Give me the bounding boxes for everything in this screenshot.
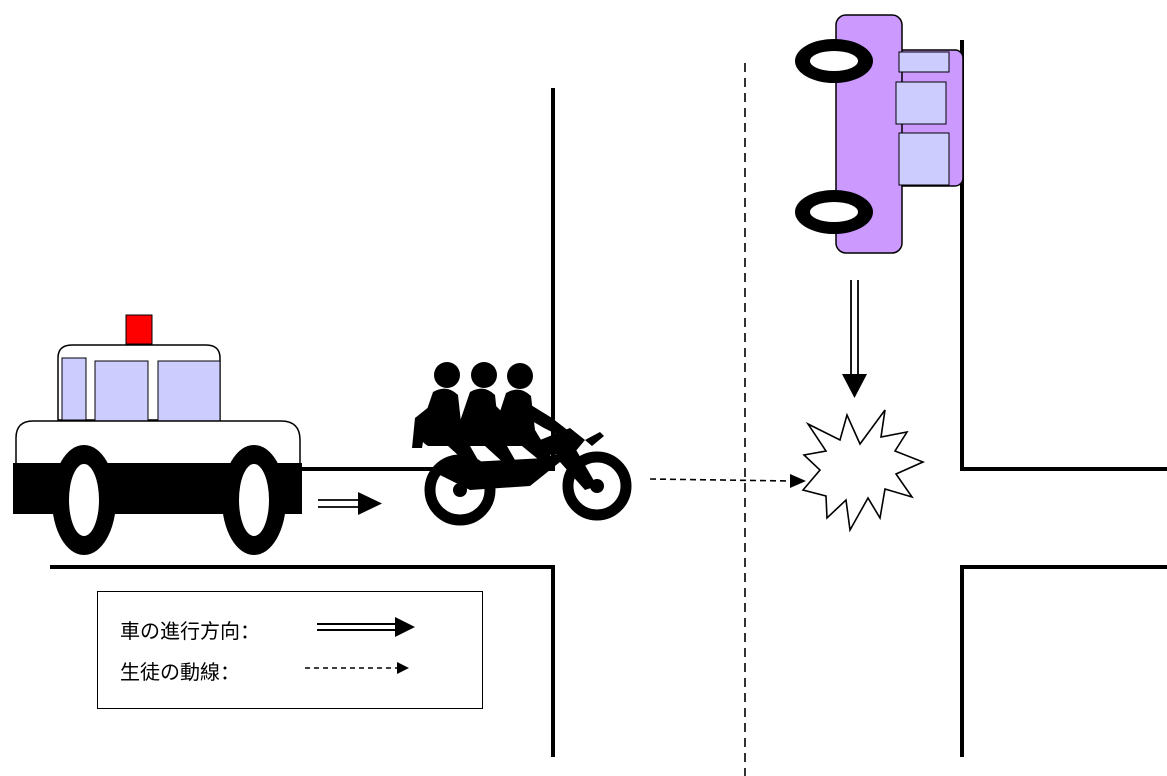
- truck-wheel-hub: [810, 202, 858, 222]
- legend-car-direction-arrow: [317, 617, 415, 637]
- legend-box: 車の進行方向： 生徒の動線：: [97, 591, 483, 709]
- police-car-wheel-hub: [69, 464, 99, 536]
- police-car-icon: [13, 314, 302, 555]
- car-direction-arrow-horizontal: [318, 492, 382, 515]
- legend-student-path-label: 生徒の動線：: [120, 660, 240, 684]
- legend-student-path-arrow: [305, 662, 409, 674]
- rider: [493, 363, 570, 464]
- truck-wheel-hub: [810, 51, 858, 71]
- student-path-arrow: [649, 474, 806, 488]
- police-car-window: [61, 357, 87, 421]
- legend-car-direction-label: 車の進行方向：: [120, 619, 260, 643]
- police-car-window: [157, 360, 221, 423]
- road-edge-lower-right: [960, 565, 1167, 757]
- motorcycle-wheel: [562, 451, 632, 521]
- legend-row-student-path: 生徒の動線：: [120, 656, 240, 685]
- motorcycle-with-three-riders-icon: [412, 362, 632, 526]
- truck-window: [898, 51, 950, 73]
- rider: [412, 362, 478, 466]
- police-light: [125, 314, 153, 345]
- legend-row-car-direction: 車の進行方向：: [120, 615, 260, 644]
- motorcycle-wheel: [424, 454, 496, 526]
- truck-window: [895, 81, 947, 125]
- road-edge-lower-left: [50, 565, 555, 757]
- police-car-window: [94, 360, 149, 423]
- car-direction-arrow-vertical: [842, 280, 867, 398]
- collision-burst-icon: [801, 409, 926, 533]
- truck-window: [898, 132, 950, 186]
- road-edge-upper-right: [960, 40, 1167, 471]
- truck-top-view-icon: [795, 14, 964, 254]
- road-edge-upper-left: [300, 88, 555, 471]
- police-car-wheel-hub: [239, 464, 269, 536]
